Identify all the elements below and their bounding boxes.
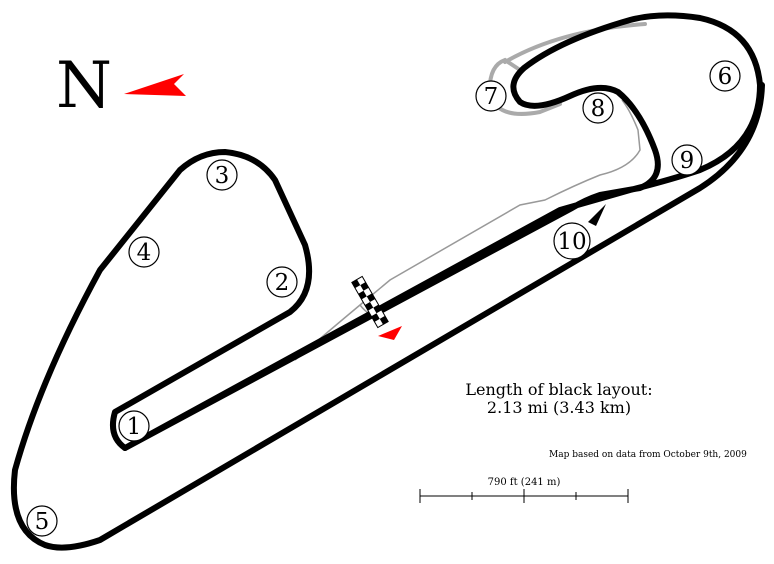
- svg-text:10: 10: [557, 229, 586, 255]
- turn10-direction-icon: [588, 204, 606, 226]
- track-main-circuit: [10, 82, 765, 551]
- corner-4: 4: [128, 236, 160, 268]
- length-value: 2.13 mi (3.43 km): [487, 398, 631, 417]
- source-note: Map based on data from October 9th, 2009: [549, 450, 747, 460]
- svg-text:6: 6: [718, 64, 733, 90]
- direction-arrow-icon: [378, 326, 402, 340]
- corner-8: 8: [582, 92, 614, 124]
- corner-5: 5: [26, 505, 58, 537]
- north-arrow-icon: [124, 74, 186, 96]
- svg-text:9: 9: [680, 148, 695, 174]
- svg-text:5: 5: [35, 509, 50, 535]
- length-title: Length of black layout:: [465, 380, 652, 399]
- alternate-layout: [294, 22, 647, 361]
- corner-1: 1: [118, 410, 150, 442]
- north-indicator: N: [56, 49, 186, 123]
- main-layout: [10, 12, 765, 551]
- corner-markers: 1 2 3 4 5 6 7 8 9 10: [26, 60, 741, 537]
- svg-text:1: 1: [127, 414, 142, 440]
- scale-label: 790 ft (241 m): [488, 477, 561, 488]
- corner-3: 3: [206, 159, 238, 191]
- track-outer-loop: [122, 12, 763, 451]
- svg-text:3: 3: [215, 163, 230, 189]
- corner-6: 6: [709, 60, 741, 92]
- pitlane: [294, 99, 641, 361]
- start-finish-line: [351, 275, 389, 329]
- corner-7: 7: [475, 80, 507, 112]
- north-letter: N: [56, 49, 112, 123]
- corner-9: 9: [671, 144, 703, 176]
- scale-bar: [419, 489, 629, 503]
- svg-text:2: 2: [275, 270, 290, 296]
- svg-text:7: 7: [484, 84, 499, 110]
- svg-text:4: 4: [137, 240, 152, 266]
- alt-hairpin-upper: [503, 22, 647, 64]
- corner-10: 10: [553, 222, 591, 260]
- svg-text:8: 8: [591, 96, 606, 122]
- corner-2: 2: [266, 266, 298, 298]
